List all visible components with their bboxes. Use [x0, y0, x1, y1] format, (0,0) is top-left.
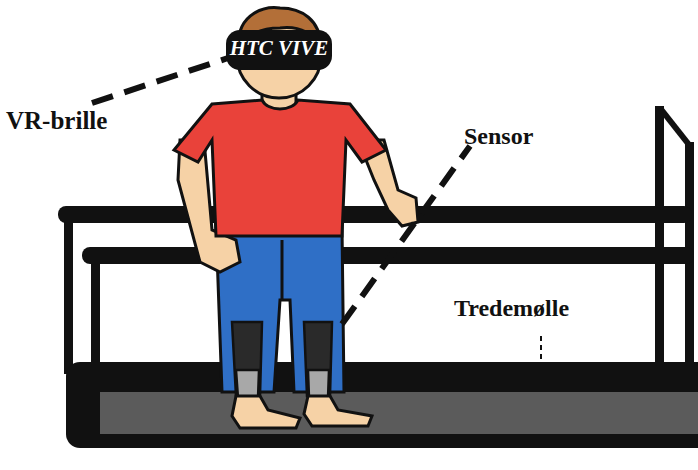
part-label: VR-brille	[6, 108, 107, 133]
rail-post	[91, 256, 100, 374]
handrail	[58, 206, 692, 223]
part-label: Sensor	[464, 124, 533, 148]
leg-sensor	[232, 322, 332, 398]
leader-line	[92, 58, 470, 324]
foot	[232, 396, 372, 428]
treadmill-belt	[100, 392, 698, 434]
headset-brand: HTC VIVE	[226, 38, 332, 59]
part-label: Tredemølle	[454, 296, 569, 320]
treadmill-base	[66, 362, 698, 448]
leader-line	[540, 336, 542, 362]
shirt	[174, 100, 386, 236]
rail-post	[655, 106, 664, 374]
rail-post	[64, 214, 73, 374]
vr-headset	[226, 30, 332, 70]
rail-post	[660, 108, 690, 146]
